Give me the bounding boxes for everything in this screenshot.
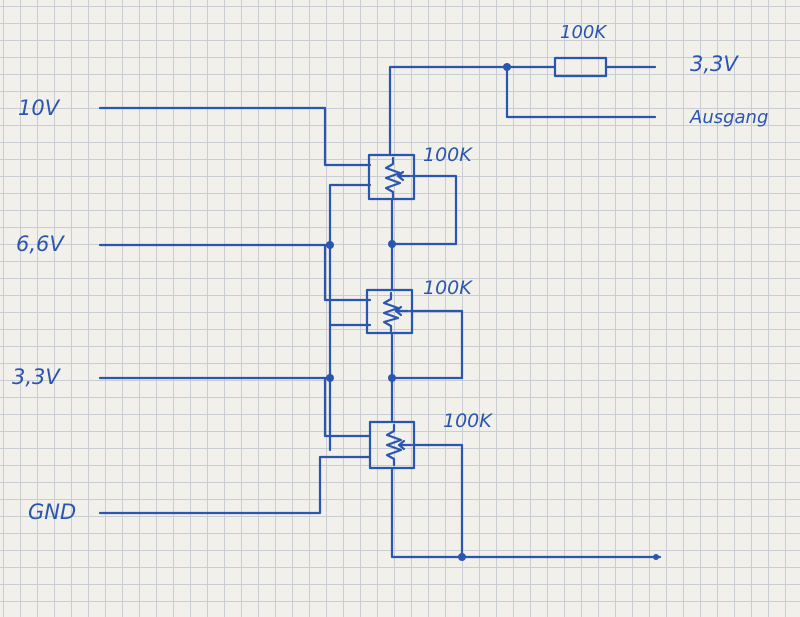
junction-dots [326,63,659,561]
potentiometer-2 [365,288,414,335]
pot-3-value: 100K [443,410,492,432]
connection-wires [388,65,662,559]
label-3-3v: 3,3V [12,365,60,389]
label-6-6v: 6,6V [16,232,64,256]
resistor-100k [553,56,608,78]
output-supply-label: 3,3V [690,52,738,76]
wire-3-3v [98,323,372,452]
input-wires [98,106,372,515]
output-label: Ausgang [690,107,769,128]
potentiometer-3 [368,420,416,470]
wire-10v [98,106,372,167]
potentiometer-1 [367,153,416,201]
pot-1-value: 100K [423,144,472,166]
resistor-value: 100K [560,22,607,43]
label-10v: 10V [18,96,60,120]
wire-gnd [98,455,372,515]
label-gnd: GND [28,500,77,524]
pot-2-value: 100K [423,277,472,299]
wire-6-6v [98,183,372,327]
